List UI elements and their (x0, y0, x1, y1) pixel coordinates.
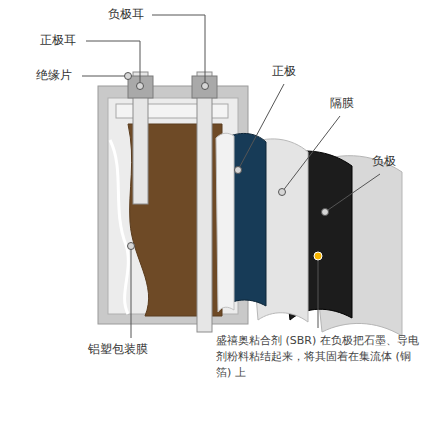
part-label: 负极 (372, 154, 396, 168)
part-label: 负极耳 (108, 7, 144, 21)
leader-dot (202, 83, 209, 90)
leader-line (318, 256, 319, 328)
leader-line (131, 246, 132, 338)
callout-note: 盛禧奥粘合剂 (SBR) 在负极把石墨、导电剂粉料粘结起来，将其固着在集流体 (… (216, 333, 420, 381)
leader-dot (125, 73, 132, 80)
part-label: 隔膜 (330, 96, 354, 110)
part-label: 铝塑包装膜 (88, 342, 148, 356)
leader-line (325, 174, 380, 212)
part-label: 绝缘片 (36, 68, 72, 82)
leader-line (238, 84, 284, 170)
leader-line (82, 76, 128, 77)
leader-line (152, 15, 205, 82)
leader-dot (279, 189, 286, 196)
leader-line (282, 116, 340, 192)
part-label: 正极耳 (40, 33, 76, 47)
pouch-frame (98, 86, 248, 324)
negative-tab (197, 72, 212, 332)
leader-dot (235, 167, 242, 174)
leader-dot (322, 209, 329, 216)
callout-dot (314, 252, 322, 260)
pouch-fold (110, 140, 128, 314)
part-label: 正极 (272, 64, 296, 78)
leader-dot (137, 83, 144, 90)
thin-separator (216, 133, 234, 312)
leader-dot (128, 243, 135, 250)
